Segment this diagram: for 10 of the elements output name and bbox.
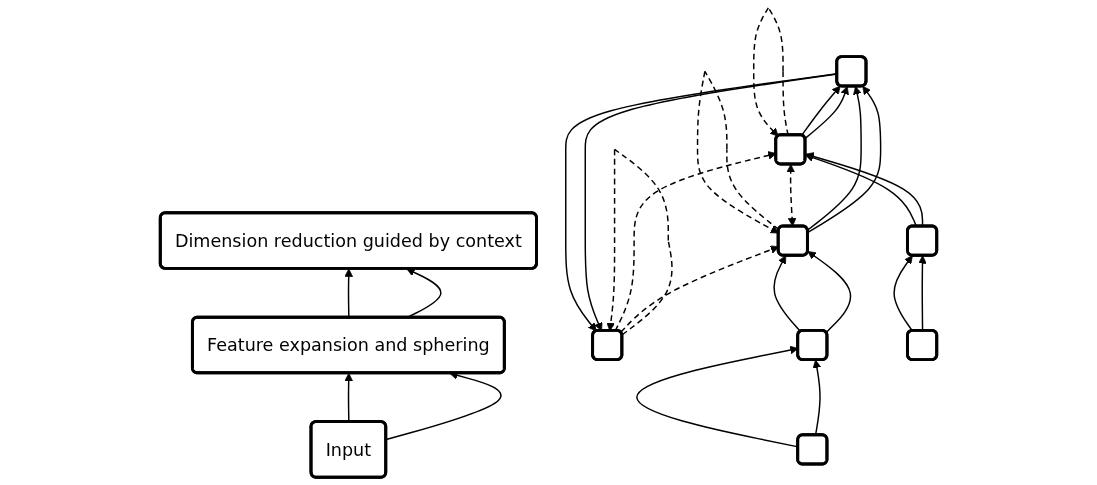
arrow — [753, 7, 789, 137]
arrow — [804, 86, 849, 140]
arrow — [606, 148, 673, 336]
arrow — [807, 86, 862, 231]
arrow — [696, 70, 780, 234]
arrow — [773, 255, 802, 333]
arrow — [807, 85, 882, 234]
arrow — [893, 255, 914, 332]
arrow — [807, 251, 852, 334]
arrow — [801, 85, 841, 137]
